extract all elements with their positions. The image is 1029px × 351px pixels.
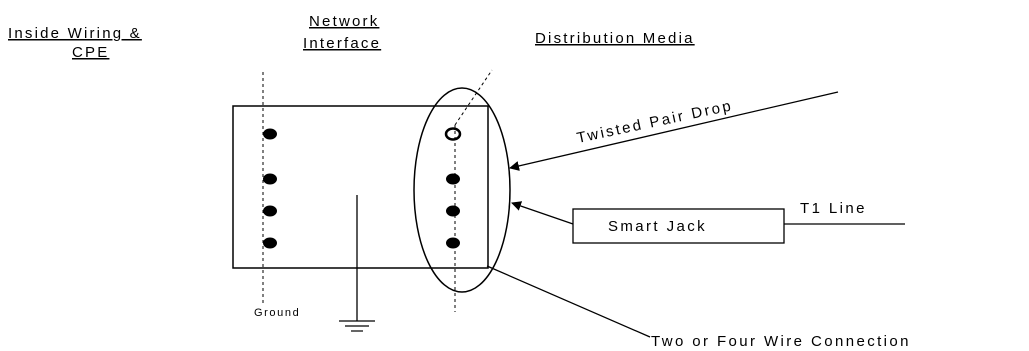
header-inside-wiring: Inside Wiring &	[8, 25, 142, 42]
smart-jack-arrow	[511, 201, 574, 225]
dashed-divider-right-slant	[454, 69, 493, 126]
header-network: Network	[309, 13, 379, 30]
terminal-dot-right-4	[446, 237, 460, 249]
terminal-dot-left-3	[263, 205, 277, 217]
header-distribution-media: Distribution Media	[535, 30, 695, 47]
terminal-group-ellipse	[413, 87, 511, 293]
wire-connection-line	[486, 265, 651, 338]
terminal-dot-right-1	[444, 127, 462, 141]
header-interface: Interface	[303, 35, 381, 52]
terminal-dot-left-1	[263, 128, 277, 140]
smart-jack-label: Smart Jack	[608, 218, 707, 235]
terminal-dot-right-2	[446, 173, 460, 185]
smart-jack-box	[572, 208, 785, 244]
terminal-dot-left-2	[263, 173, 277, 185]
t1-line-label: T1 Line	[800, 200, 867, 217]
twisted-pair-drop-line	[509, 91, 839, 171]
ground-symbol-icon	[339, 320, 375, 332]
wire-connection-label: Two or Four Wire Connection	[651, 333, 911, 350]
header-cpe: CPE	[72, 44, 109, 61]
terminal-dot-left-4	[263, 237, 277, 249]
network-interface-box	[232, 105, 489, 269]
terminal-dot-right-3	[446, 205, 460, 217]
ground-label: Ground	[254, 307, 300, 319]
